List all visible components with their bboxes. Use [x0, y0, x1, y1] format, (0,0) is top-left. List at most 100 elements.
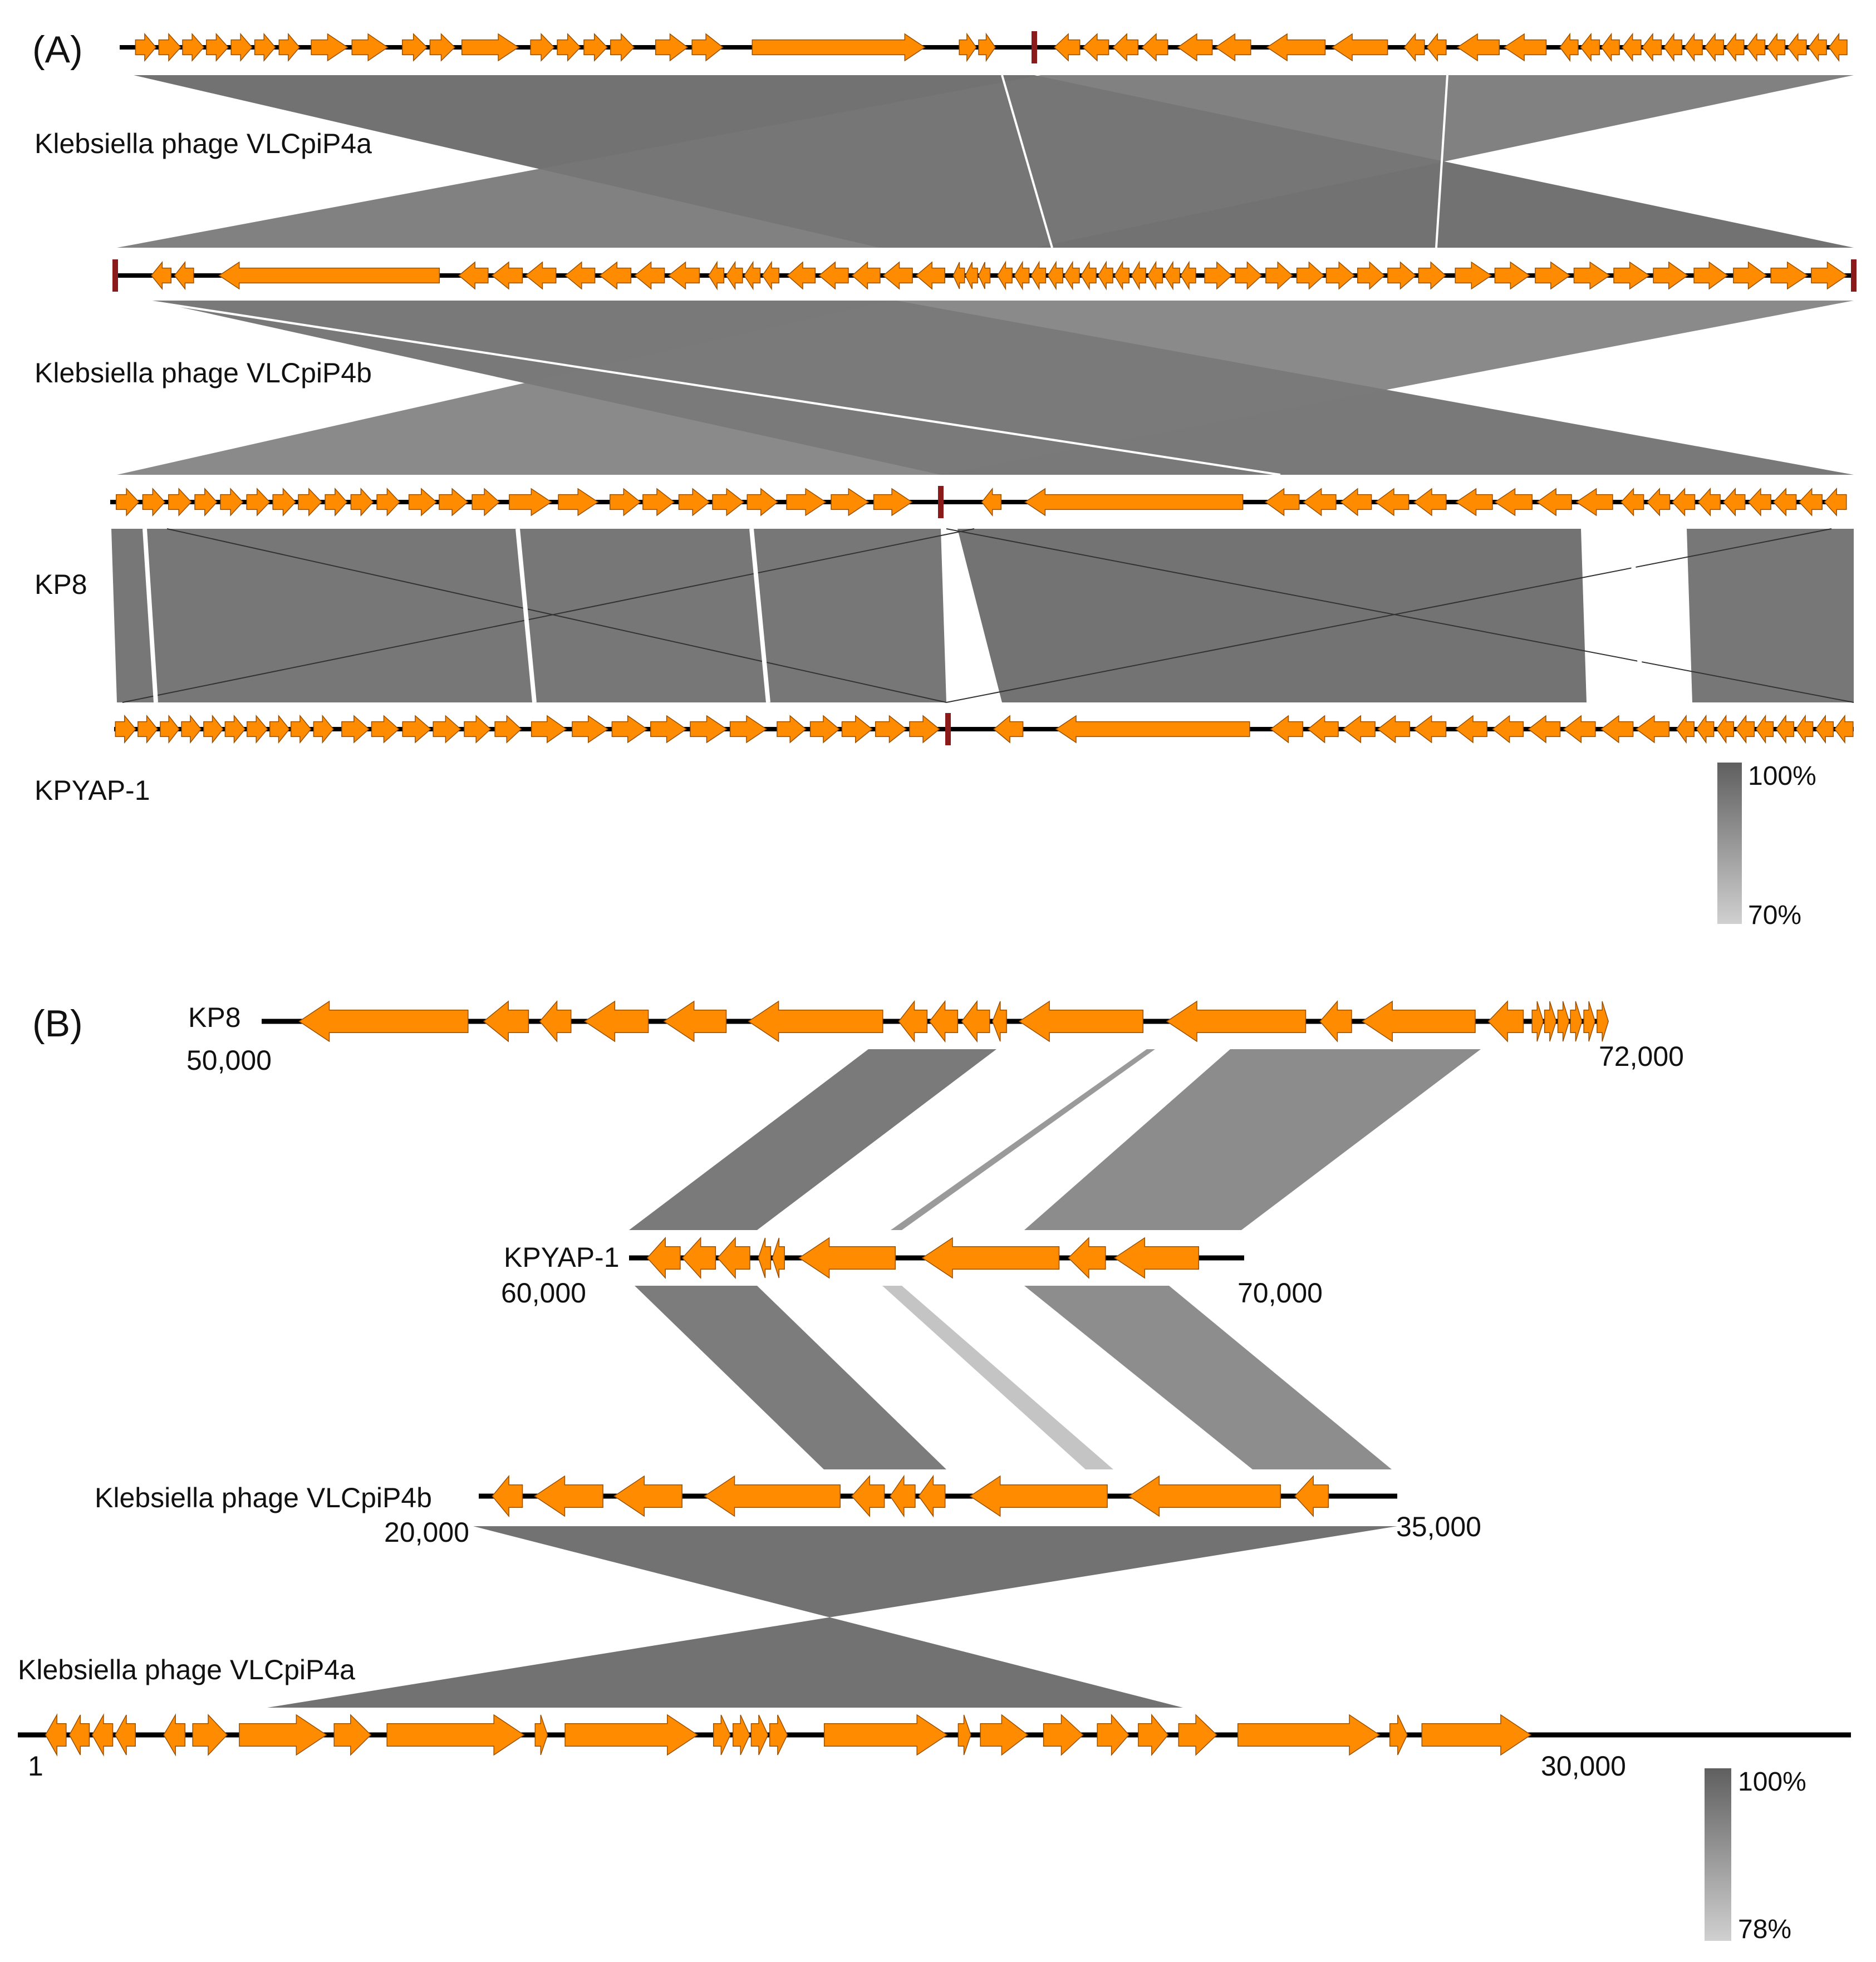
origin-marker [945, 713, 951, 745]
gene-arrow [851, 1475, 885, 1517]
panel-b-scale-gradient [1705, 1768, 1731, 1941]
gene-arrow [158, 33, 181, 62]
gene-arrow [733, 1714, 750, 1756]
gene-arrow [1735, 714, 1755, 744]
gene-arrow [750, 1714, 769, 1756]
gene-arrow [1097, 1713, 1129, 1757]
gene-arrow [1487, 1000, 1524, 1043]
gene-arrow [194, 488, 218, 517]
gene-arrow [583, 33, 608, 62]
gene-arrow [464, 715, 492, 744]
gene-arrow [1043, 1714, 1084, 1756]
gene-arrow [341, 715, 370, 744]
gene-arrow [298, 488, 322, 517]
panel-a-identity-scale: 100% 70% [1717, 761, 1816, 930]
similarity-band [882, 1286, 1113, 1469]
gene-arrow [1389, 1714, 1408, 1756]
alignment-gap [1001, 75, 1053, 248]
gene-arrow [921, 1237, 1060, 1279]
panel-b-track-label-vlcpip4b: Klebsiella phage VLCpiP4b [95, 1482, 432, 1513]
gene-arrow [981, 487, 1002, 517]
gene-arrow [458, 261, 489, 290]
gene-arrow [1387, 261, 1417, 290]
gene-arrow [1799, 488, 1823, 517]
gene-arrow [769, 1714, 788, 1756]
panel-a-track-kp8 [110, 486, 1847, 518]
gene-arrow [898, 1000, 928, 1043]
similarity-band [1687, 529, 1854, 702]
alignment-gap [749, 528, 770, 703]
gene-arrow [1113, 1237, 1200, 1279]
gene-arrow [269, 714, 290, 744]
alignment-gap [1435, 75, 1448, 248]
gene-arrow [798, 1237, 896, 1279]
gene-arrow [993, 715, 1024, 744]
gene-arrow [115, 714, 136, 744]
gene-arrow [634, 261, 665, 290]
gene-arrow [748, 1000, 883, 1043]
cross-match-line [946, 528, 1832, 703]
gene-arrow [246, 488, 271, 517]
gene-arrow [725, 260, 743, 291]
gene-arrow [1559, 32, 1579, 62]
panel-a-label: (A) [32, 28, 83, 71]
gene-arrow [492, 1474, 523, 1518]
origin-marker [1851, 259, 1857, 292]
panel-a-genome-label-kp8: KP8 [35, 569, 87, 600]
similarity-band [1024, 1286, 1392, 1469]
gene-arrow [206, 33, 229, 62]
gene-arrow [181, 714, 202, 744]
gene-arrow [1374, 488, 1410, 517]
gene-arrow [729, 715, 768, 744]
gene-arrow [1204, 261, 1232, 290]
gene-arrow [160, 714, 180, 744]
panel-a-genome-label-kpyap1: KPYAP-1 [35, 775, 150, 806]
panel-b-identity-scale: 100% 78% [1705, 1767, 1806, 1944]
panel-a-track-vlcpip4b [112, 259, 1857, 292]
similarity-band [891, 1049, 1155, 1230]
similarity-band [635, 1286, 946, 1469]
gene-arrow [873, 488, 913, 517]
gene-arrow [691, 33, 724, 62]
gene-arrow [1270, 715, 1304, 744]
gene-arrow [174, 260, 194, 291]
gene-arrow [1294, 1475, 1329, 1517]
gene-arrow [290, 714, 312, 744]
gene-arrow [1808, 32, 1827, 62]
gene-arrow [350, 488, 374, 517]
gene-arrow [1014, 260, 1030, 291]
gene-arrow [494, 715, 522, 744]
gene-arrow [1266, 33, 1326, 62]
panel-b-kpyap1-end-label: 70,000 [1237, 1277, 1323, 1309]
gene-arrow [1147, 260, 1163, 291]
gene-arrow [298, 1000, 469, 1043]
gene-arrow [959, 32, 977, 62]
gene-arrow [1622, 32, 1642, 62]
gene-arrow [1697, 488, 1721, 517]
gene-arrow [534, 1475, 603, 1517]
gene-arrow [1531, 1001, 1544, 1042]
gene-arrow [668, 261, 700, 290]
gene-arrow [1834, 714, 1854, 744]
gene-arrow [1503, 33, 1547, 62]
gene-arrow [530, 33, 555, 62]
gene-arrow [1131, 260, 1146, 291]
gene-arrow [1264, 488, 1300, 517]
gene-arrow [558, 488, 599, 517]
gene-arrow [115, 1714, 136, 1756]
gene-arrow [1653, 261, 1688, 290]
gene-arrow [1082, 33, 1109, 62]
gene-arrow [1663, 32, 1682, 62]
gene-arrow [690, 715, 728, 744]
gene-arrow [1747, 488, 1771, 517]
gene-arrow [1413, 488, 1447, 517]
gene-arrow [1138, 1713, 1169, 1757]
gene-arrow [1494, 261, 1530, 290]
gene-arrow [744, 260, 761, 291]
panel-a: (A) Klebsiella phage VLCpiP4a Klebsiella… [32, 28, 1857, 930]
gene-arrow [351, 33, 389, 62]
gene-arrow [1676, 714, 1695, 744]
gene-arrow [851, 261, 881, 290]
gene-arrow [717, 1237, 750, 1279]
gene-arrow [1235, 261, 1263, 290]
